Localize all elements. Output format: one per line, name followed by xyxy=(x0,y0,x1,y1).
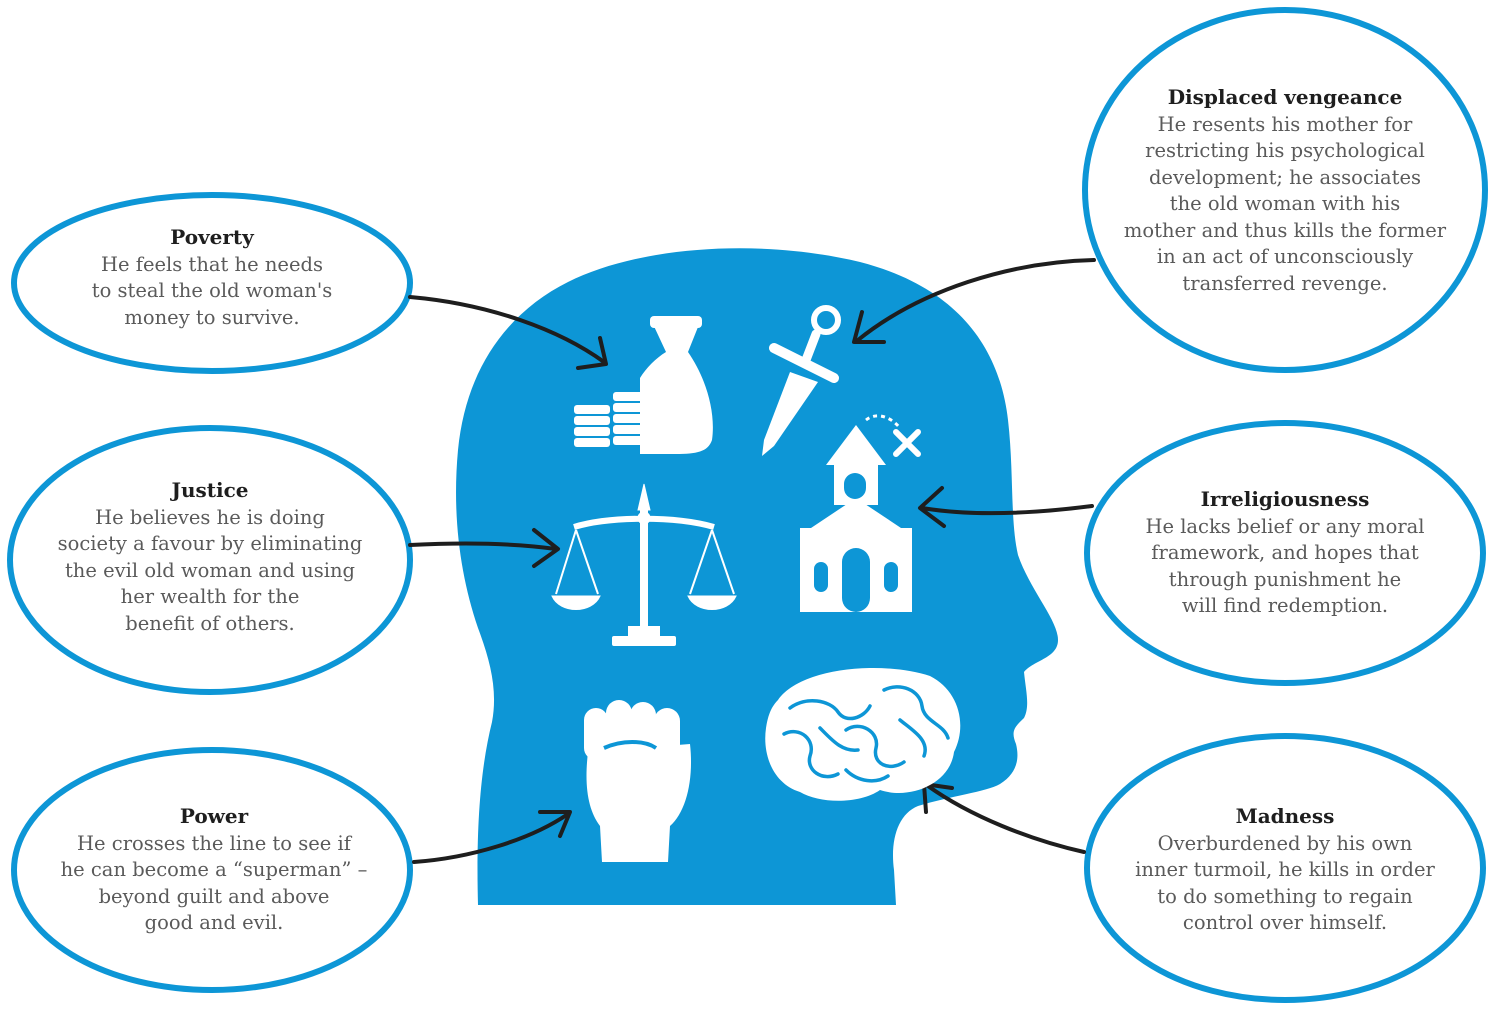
bubble-displaced-vengeance xyxy=(1082,7,1488,373)
motive-text: He lacks belief or any moral framework, … xyxy=(1145,514,1425,618)
arrow-displaced-vengeance xyxy=(852,258,1096,344)
arrow-power xyxy=(412,810,572,864)
motive-text: He resents his mother for restricting hi… xyxy=(1123,112,1447,295)
head-silhouette xyxy=(456,248,1058,906)
motive-text: Overburdened by his own inner turmoil, h… xyxy=(1135,831,1435,935)
motive-title: Irreligiousness xyxy=(1200,487,1370,511)
motive-displaced-vengeance: Displaced vengeance He resents his mothe… xyxy=(1100,84,1470,297)
motive-justice: Justice He believes he is doing society … xyxy=(30,477,390,637)
motive-text: He believes he is doing society a favour… xyxy=(57,505,363,635)
bubble-irreligiousness xyxy=(1084,420,1486,686)
arrow-justice xyxy=(408,528,560,568)
money-bag-icon xyxy=(574,316,713,454)
fist-icon xyxy=(584,700,692,862)
church-icon xyxy=(800,414,921,612)
arrow-poverty xyxy=(408,295,608,370)
motive-title: Madness xyxy=(1235,804,1335,828)
brain-icon xyxy=(765,668,961,801)
dagger-icon xyxy=(762,305,841,456)
motive-text: He crosses the line to see if he can bec… xyxy=(60,831,368,935)
motive-title: Power xyxy=(179,804,249,828)
motive-poverty: Poverty He feels that he needs to steal … xyxy=(50,224,374,331)
bubble-madness xyxy=(1084,733,1486,1003)
motive-title: Poverty xyxy=(170,225,254,249)
bubble-power xyxy=(11,747,413,993)
motive-irreligiousness: Irreligiousness He lacks belief or any m… xyxy=(1110,486,1460,620)
motive-madness: Madness Overburdened by his own inner tu… xyxy=(1110,803,1460,937)
motive-text: He feels that he needs to steal the old … xyxy=(91,252,333,329)
arrow-irreligiousness xyxy=(918,486,1094,528)
scales-icon xyxy=(551,483,737,646)
motive-power: Power He crosses the line to see if he c… xyxy=(36,803,392,937)
motive-title: Displaced vengeance xyxy=(1167,85,1403,109)
bubble-justice xyxy=(7,425,413,695)
motive-title: Justice xyxy=(171,478,249,502)
bubble-poverty xyxy=(11,192,413,374)
